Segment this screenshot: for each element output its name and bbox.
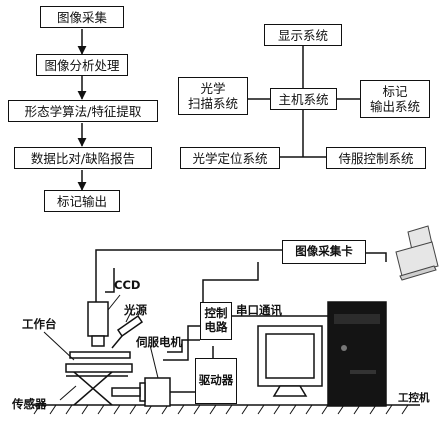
display-system-box: 显示系统	[264, 24, 342, 46]
sensor-label: 传感器	[12, 397, 47, 411]
industrial-pc-tower	[327, 301, 387, 407]
flow-step-compare-defect-report: 数据比对/缺陷报告	[14, 147, 152, 169]
control-circuit-box: 控制 电路	[200, 302, 232, 340]
workbench	[65, 351, 133, 406]
marking-output-system-box: 标记 输出系统	[360, 80, 430, 118]
workbench-label: 工作台	[22, 317, 57, 331]
ccd-label: CCD	[114, 278, 141, 292]
monitor	[257, 325, 323, 397]
servo-motor-label: 伺服电机	[136, 335, 182, 349]
host-system-box: 主机系统	[270, 88, 337, 110]
light-source-label: 光源	[124, 303, 147, 317]
servo-control-system-box: 侍服控制系统	[326, 147, 426, 169]
flow-step-image-capture: 图像采集	[40, 6, 124, 28]
flow-step-image-analysis: 图像分析处理	[36, 54, 128, 76]
light-source	[111, 314, 144, 349]
driver-box: 驱动器	[195, 358, 237, 404]
industrial-pc-label: 工控机	[398, 392, 430, 404]
serial-comm-label: 串口通讯	[236, 303, 282, 317]
optical-positioning-system-box: 光学定位系统	[180, 147, 280, 169]
image-capture-card: 图像采集卡	[282, 240, 366, 264]
optical-scan-system-box: 光学 扫描系统	[178, 77, 248, 115]
printer	[395, 225, 439, 281]
servo-motor	[111, 377, 171, 407]
flow-step-mark-output: 标记输出	[44, 190, 120, 212]
ccd-camera	[87, 301, 109, 347]
flow-step-morphology-feature: 形态学算法/特征提取	[8, 100, 158, 122]
